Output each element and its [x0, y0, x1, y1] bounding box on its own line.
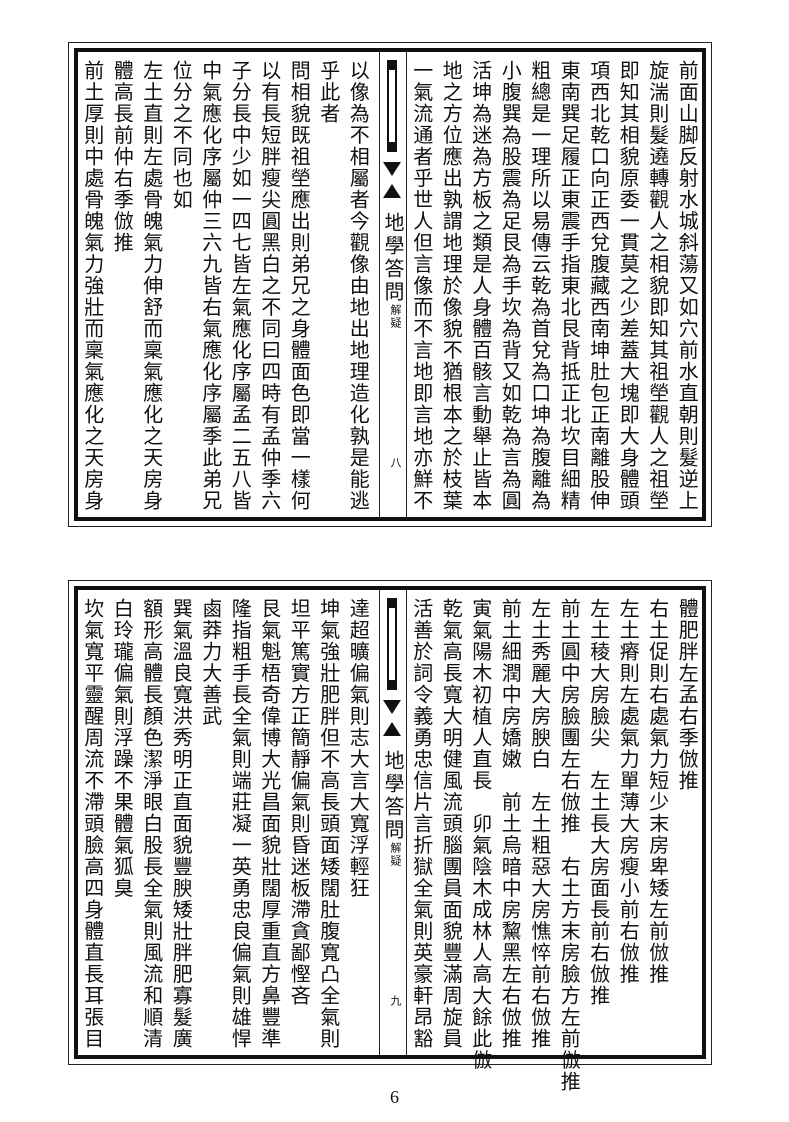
bottom-page: 體肥胖左孟右季倣推右土促則右處氣力短少末房卑矮左前倣推左土瘠則左處氣力單薄大房瘦… — [68, 580, 712, 1093]
bottom-left-half: 達超曠偏氣則志大言大寬浮輕狂坤氣強壯肥胖但不高長頭面矮闊肚腹寬凸全氣則坦平篤實方… — [78, 590, 373, 1055]
text-column: 小腹巽為股震為足艮為手坎為背又如乾為言為圓 — [498, 60, 523, 512]
bottom-page-frame: 體肥胖左孟右季倣推右土促則右處氣力短少末房卑矮左前倣推左土瘠則左處氣力單薄大房瘦… — [74, 586, 706, 1093]
text-column: 問相貌既祖塋應出則弟兄之身體面色即當一樣何 — [287, 60, 312, 512]
bottom-right-half: 體肥胖左孟右季倣推右土促則右處氣力短少末房卑矮左前倣推左土瘠則左處氣力單薄大房瘦… — [407, 590, 702, 1093]
text-column: 坦平篤實方正簡靜偏氣則昏迷板滯貪鄙慳吝 — [287, 598, 312, 1007]
text-column: 以有長短胖瘦尖圓黑白之不同曰四時有孟仲季六 — [257, 60, 282, 512]
top-left-half: 以像為不相屬者今觀像由地出地理造化孰是能逃乎此者問相貌既祖塋應出則弟兄之身體面色… — [78, 52, 373, 517]
fishtail-mark-top — [383, 162, 401, 176]
text-column: 前土圓中房臉團左右倣推 右土方末房臉方左前倣推 — [557, 598, 582, 1093]
fishtail-mark-bottom — [383, 184, 401, 198]
text-column: 體高長前仲右季倣推 — [110, 60, 135, 254]
text-column: 寅氣陽木初植人直長 卯氣陰木成林人高大餘此倣 — [468, 598, 493, 1071]
text-column: 即知其相貌原委一貫莫之少差蓋大塊即大身體頭 — [616, 60, 641, 512]
text-column: 隆指粗手長全氣則端莊凝一英勇忠良偏氣則雄悍 — [228, 598, 253, 1050]
text-column: 體肥胖左孟右季倣推 — [675, 598, 700, 792]
text-column: 左土瘠則左處氣力單薄大房瘦小前右倣推 — [616, 598, 641, 985]
text-column: 旋湍則髮遶轉觀人之相貌即知其祖塋觀人之祖塋 — [645, 60, 670, 512]
text-column: 前土厚則中處骨魄氣力強壯而稟氣應化之天房身 — [80, 60, 105, 512]
fishtail-mark-bottom — [383, 722, 401, 736]
text-column: 活坤為迷為方板之類是人身體百骸言動舉止皆本 — [468, 60, 493, 512]
chapter-label: 解疑 — [389, 842, 402, 868]
text-column: 達超曠偏氣則志大言大寬浮輕狂 — [346, 598, 371, 899]
bottom-center-fold: 地學答問 解疑 九 — [379, 590, 407, 1055]
text-column: 位分之不同也如 — [169, 60, 194, 211]
text-column: 粗總是一理所以易傳云乾為首兌為口坤為腹離為 — [527, 60, 552, 512]
text-column: 艮氣魁梧奇偉博大光昌面貌壯闊厚重直方鼻豐準 — [257, 598, 282, 1050]
top-right-half: 前面山脚反射水城斜蕩又如穴前水直朝則髮逆上旋湍則髮遶轉觀人之相貌即知其祖塋觀人之… — [407, 52, 702, 517]
top-page: 前面山脚反射水城斜蕩又如穴前水直朝則髮逆上旋湍則髮遶轉觀人之相貌即知其祖塋觀人之… — [68, 42, 712, 527]
text-column: 子分長中少如一四七皆左氣應化序屬孟二五八皆 — [228, 60, 253, 512]
text-column: 活善於詞令義勇忠信片言折獄全氣則英豪軒昂豁 — [409, 598, 434, 1050]
text-column: 額形高體長顏色潔淨眼白股長全氣則風流和順清 — [139, 598, 164, 1050]
text-column: 右土促則右處氣力短少末房卑矮左前倣推 — [645, 598, 670, 985]
text-column: 鹵莽力大善武 — [198, 598, 223, 727]
text-column: 坤氣強壯肥胖但不高長頭面矮闊肚腹寬凸全氣則 — [316, 598, 341, 1050]
text-column: 以像為不相屬者今觀像由地出地理造化孰是能逃 — [346, 60, 371, 512]
text-column: 左土稜大房臉尖 左土長大房面長前右倣推 — [586, 598, 611, 1007]
text-column: 前土細潤中房嬌嫩 前土烏暗中房黧黑左右倣推 — [498, 598, 523, 1050]
text-column: 中氣應化序屬仲三六九皆右氣應化序屬季此弟兄 — [198, 60, 223, 512]
text-column: 乾氣高長寬大明健風流頭腦團員面貌豐滿周旋員 — [439, 598, 464, 1050]
top-center-fold: 地學答問 解疑 八 — [379, 52, 407, 517]
text-column: 巽氣溫良寬洪秀明正直面貌豐腴矮壯胖肥寡髮廣 — [169, 598, 194, 1050]
book-title: 地學答問 — [381, 750, 405, 842]
text-column: 東南巽足履正東震手指東北艮背抵正北坎目細精 — [557, 60, 582, 512]
fishtail-bar — [387, 60, 397, 152]
text-column: 白玲瓏偏氣則浮躁不果體氣狐臭 — [110, 598, 135, 899]
text-column: 地之方位應出孰謂地理於像貌不猶根本之於枝葉 — [439, 60, 464, 512]
text-column: 左土直則左處骨魄氣力伸舒而稟氣應化之天房身 — [139, 60, 164, 512]
text-column: 前面山脚反射水城斜蕩又如穴前水直朝則髮逆上 — [675, 60, 700, 512]
text-column: 乎此者 — [316, 60, 341, 125]
text-column: 一氣流通者乎世人但言像而不言地即言地亦鮮不 — [409, 60, 434, 512]
chapter-label: 解疑 — [389, 304, 402, 330]
book-title: 地學答問 — [381, 212, 405, 304]
top-page-frame: 前面山脚反射水城斜蕩又如穴前水直朝則髮逆上旋湍則髮遶轉觀人之相貌即知其祖塋觀人之… — [74, 48, 706, 521]
folio-number: 九 — [389, 995, 402, 1006]
folio-number: 八 — [389, 457, 402, 468]
page-number: 6 — [390, 1087, 399, 1107]
fishtail-mark-top — [383, 700, 401, 714]
text-column: 坎氣寬平靈醒周流不滯頭臉高四身體直長耳張目 — [80, 598, 105, 1050]
text-column: 左土秀麗大房腴白 左土粗惡大房憔悴前右倣推 — [527, 598, 552, 1050]
text-column: 項西北乾口向正西兌腹藏西南坤肚包正南離股伸 — [586, 60, 611, 512]
fishtail-bar — [387, 598, 397, 690]
